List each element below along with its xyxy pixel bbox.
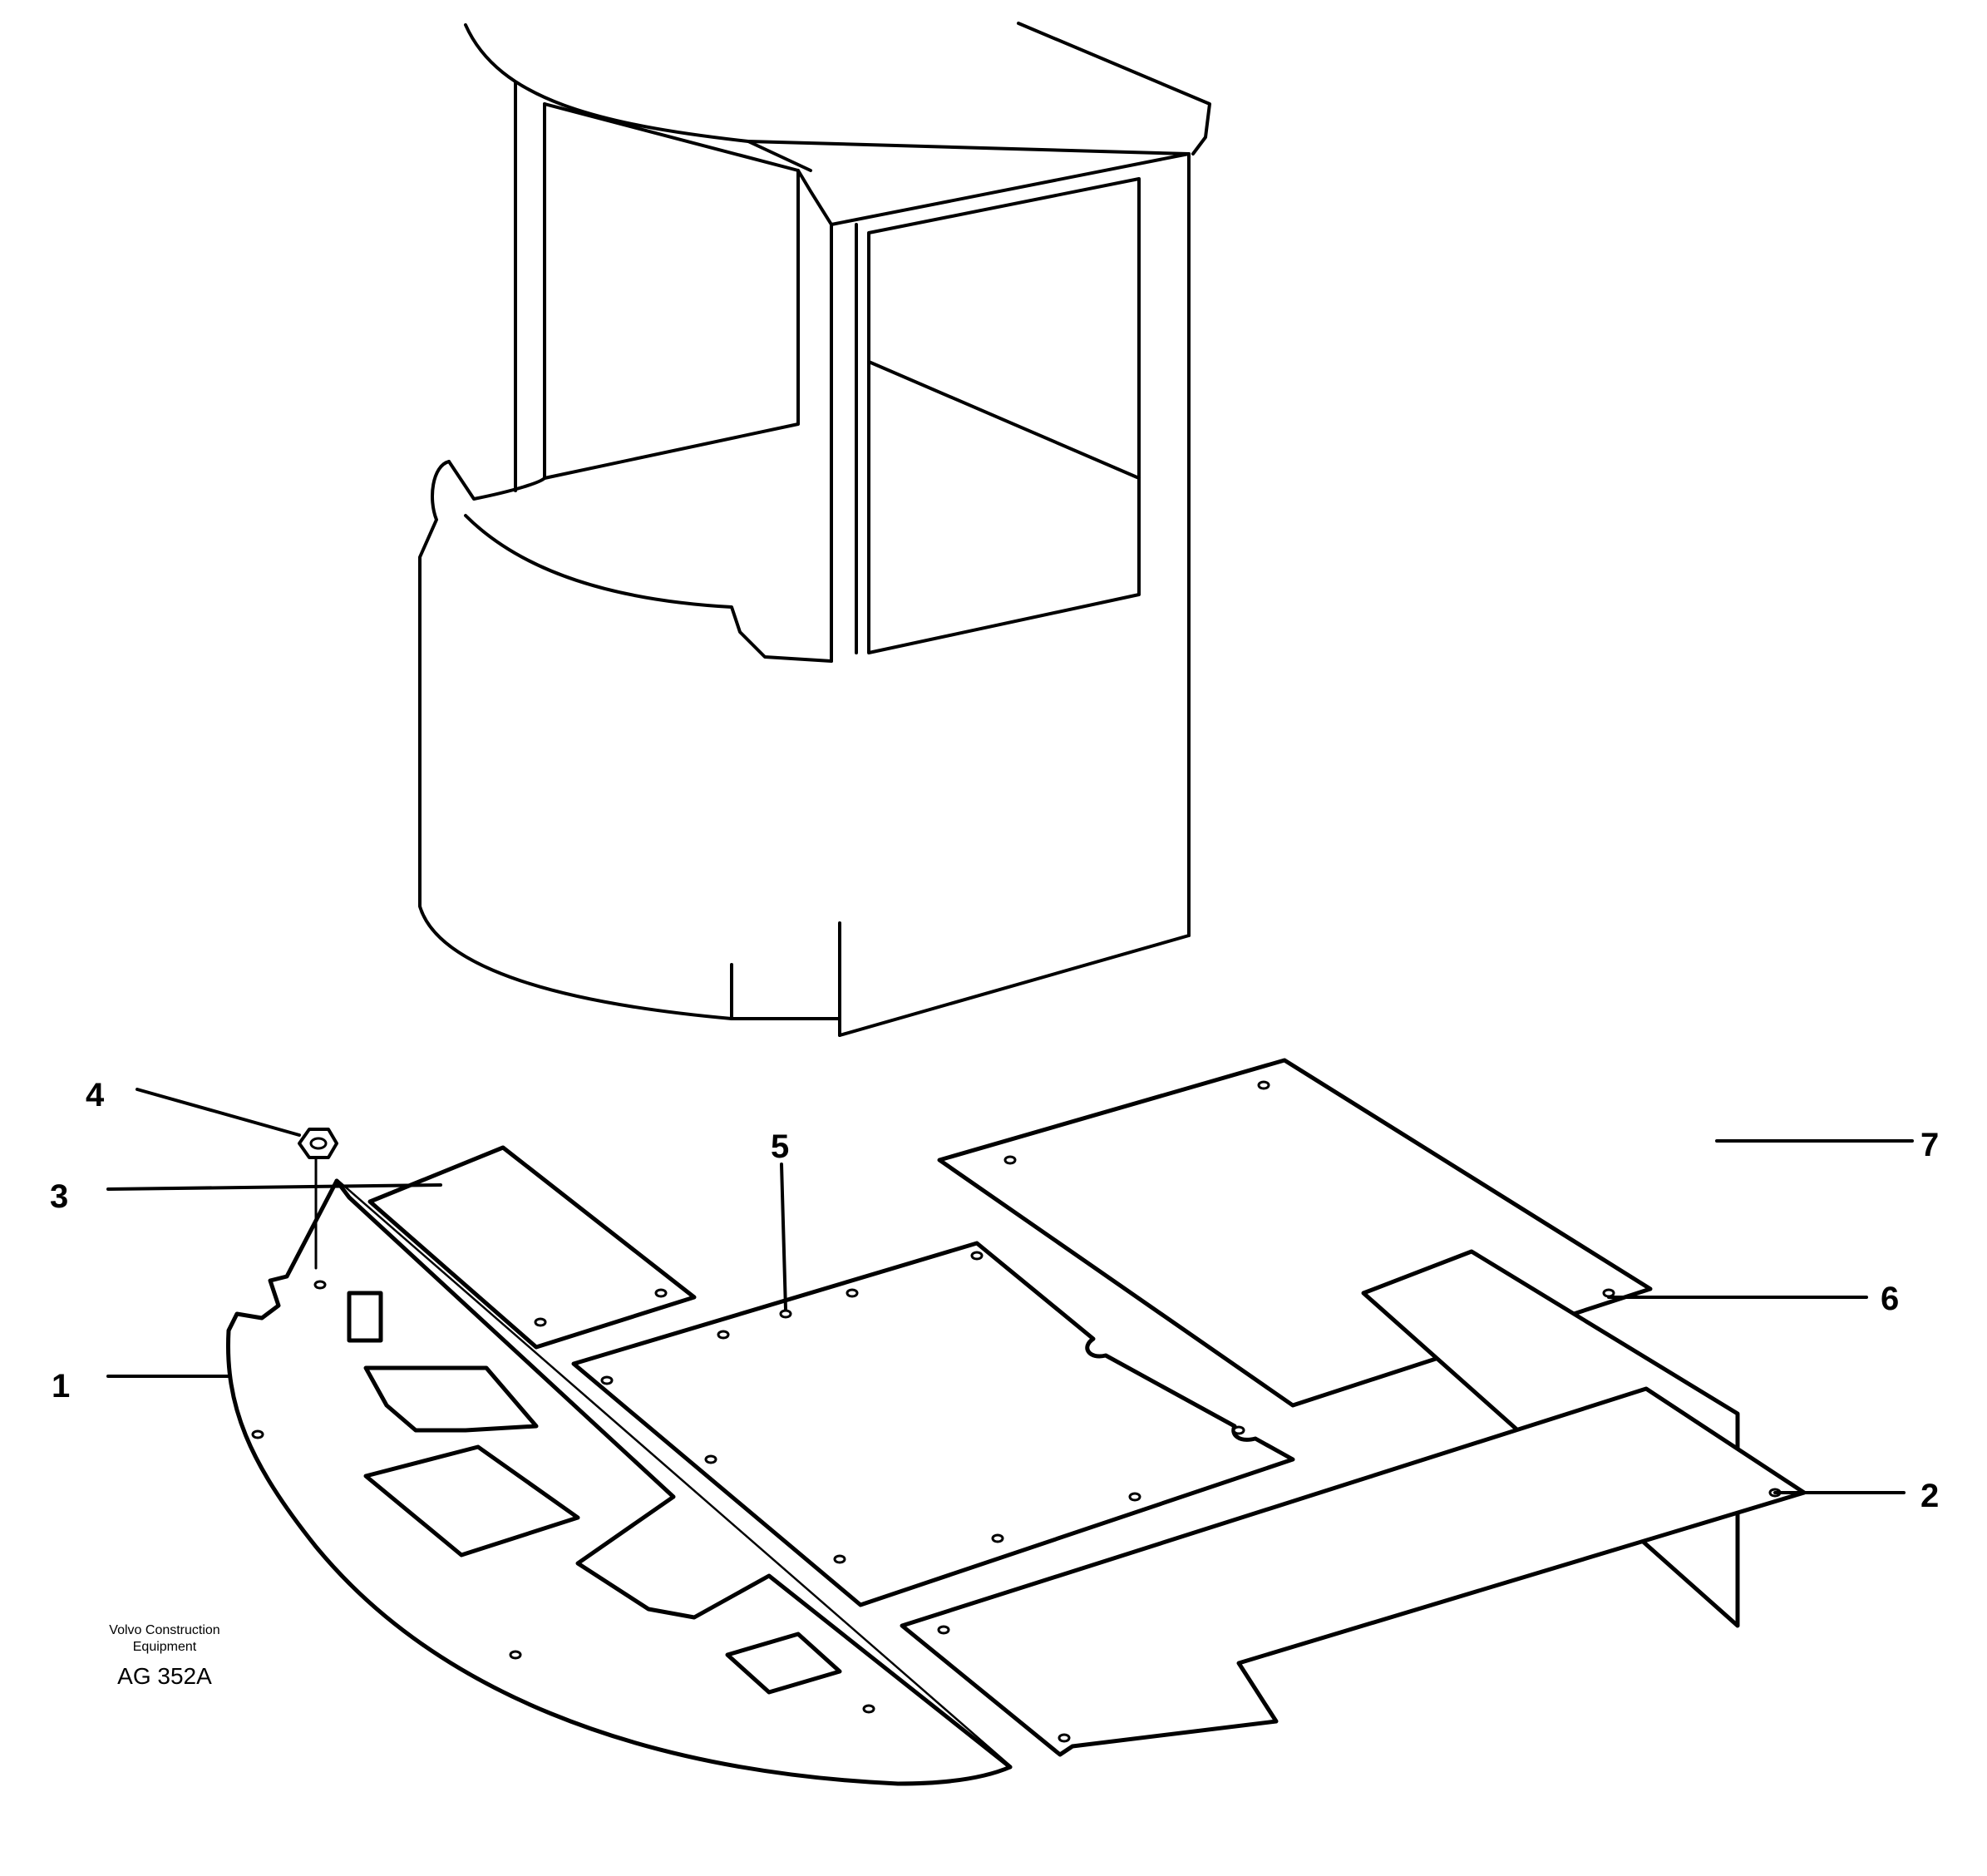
credit-line-1: Volvo Construction (109, 1623, 219, 1637)
callout-3: 3 (50, 1178, 68, 1215)
callout-7: 7 (1920, 1127, 1939, 1163)
callout-6: 6 (1881, 1281, 1899, 1317)
leader-lines (106, 1088, 1914, 1494)
operator-cab (418, 22, 1211, 1037)
drawing-credit: Volvo Construction Equipment AG 352A (109, 1623, 219, 1689)
nut-fastener (298, 1128, 338, 1270)
floor-mat-3 (367, 1145, 697, 1350)
callout-1: 1 (52, 1368, 70, 1405)
callout-2: 2 (1920, 1478, 1939, 1514)
credit-line-2: Equipment (133, 1640, 197, 1654)
drawing-code: AG 352A (117, 1663, 212, 1689)
floor-mat-2 (900, 1386, 1807, 1757)
callout-labels: 1 2 3 4 5 6 7 (50, 1077, 1939, 1514)
floor-mat-1 (225, 1178, 1013, 1786)
floor-mat-5 (571, 1241, 1295, 1607)
callout-5: 5 (771, 1128, 789, 1165)
callout-4: 4 (86, 1077, 105, 1113)
